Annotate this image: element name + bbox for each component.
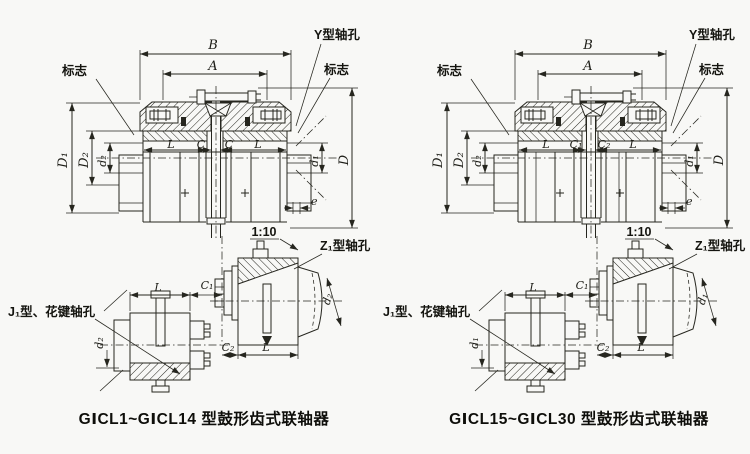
detail-j1-hub: J₁型、花键轴孔 d₁ L C₁ — [383, 279, 603, 393]
z1-bore-label: Z₁型轴孔 — [695, 238, 746, 253]
figure-caption: GⅠCL1~GⅠCL14 型鼓形齿式联轴器 — [79, 409, 330, 428]
dim-d2-bore-label: d₂ — [96, 155, 109, 166]
dim-B: B — [139, 38, 292, 100]
dim-d1-bore: d₁ — [662, 142, 703, 174]
main-view: B A 标志 Y型轴孔 标志 — [56, 27, 360, 240]
label-y-bore: Y型轴孔 — [295, 27, 360, 127]
dim-l-right-label: L — [628, 138, 636, 151]
dim-hub-lengths: L C₁ C₂ L — [519, 138, 661, 153]
dim-c-left-label: C — [197, 138, 206, 151]
detail-left-C1-label: C₁ — [201, 279, 214, 292]
dim-l-left-label: L — [166, 138, 174, 151]
dim-d1-big-label: D₁ — [431, 152, 446, 169]
dim-e-label: e — [686, 195, 693, 208]
j1-bore-label: J₁型、花键轴孔 — [8, 304, 96, 319]
label-mark-right: 标志 — [672, 62, 725, 134]
figure-caption: GⅠCL15~GⅠCL30 型鼓形齿式联轴器 — [449, 409, 709, 428]
dim-D1: D₁ — [56, 102, 140, 214]
dim-c-right-label: C₂ — [598, 138, 611, 151]
dim-d-outer-label: D — [337, 154, 352, 166]
taper-ratio-label: 1:10 — [626, 225, 651, 239]
detail-j1-hub: J₁型、花键轴孔 d₂ L C₁ — [8, 279, 228, 393]
j1-bore-label: J₁型、花键轴孔 — [383, 304, 471, 319]
label-mark-left: 标志 — [436, 63, 510, 136]
taper-ratio-label: 1:10 — [251, 225, 276, 239]
detail-right-d-label: d₁ — [695, 292, 711, 307]
dim-hub-lengths: L C C L — [144, 138, 286, 153]
mark-right-label: 标志 — [323, 62, 350, 77]
figure-gicl15-30: B A 标志 Y型轴孔 标志 — [383, 27, 746, 428]
detail-z1-hub: 1:10 Z₁型轴孔 d₂ C₂ L — [210, 225, 371, 359]
mark-right-label: 标志 — [698, 62, 725, 77]
dim-d1-bore-label: d₁ — [308, 155, 321, 166]
z1-bore-label: Z₁型轴孔 — [320, 238, 371, 253]
y-bore-label: Y型轴孔 — [314, 27, 360, 42]
dim-a-label: A — [582, 59, 592, 74]
dim-A: A — [162, 59, 268, 100]
dim-d1-bore-label: d₁ — [683, 155, 696, 166]
detail-right-d-label: d₂ — [320, 292, 336, 307]
dim-c-left-label: C₁ — [570, 138, 583, 151]
detail-left-C1-label: C₁ — [576, 279, 589, 292]
dim-D-outer: D — [258, 87, 358, 229]
dim-l-left-label: L — [541, 138, 549, 151]
dim-d2-bore-label: d₂ — [471, 155, 484, 166]
y-bore-label: Y型轴孔 — [689, 27, 735, 42]
detail-right-L-label: L — [261, 341, 269, 354]
dim-D1: D₁ — [431, 102, 515, 214]
detail-z1-hub: 1:10 Z₁型轴孔 d₁ C₂ L — [585, 225, 746, 359]
dim-d2-bore: d₂ — [471, 142, 518, 174]
detail-left-d-label: d₂ — [93, 337, 106, 348]
dim-D2: D₂ — [452, 130, 518, 186]
exterior-half: e — [118, 152, 318, 223]
dim-b-label: B — [207, 38, 218, 53]
detail-right-L-label: L — [636, 341, 644, 354]
dim-l-right-label: L — [253, 138, 261, 151]
label-mark-left: 标志 — [61, 63, 135, 136]
sleeve-section — [514, 101, 667, 132]
detail-left-d-label: d₁ — [468, 337, 481, 348]
exterior-half: e — [493, 152, 693, 223]
dim-e-label: e — [311, 195, 318, 208]
mark-left-label: 标志 — [436, 63, 463, 78]
dim-c-right-label: C — [225, 138, 234, 151]
dim-d2-big-label: D₂ — [77, 152, 92, 169]
dim-D-outer: D — [633, 87, 733, 229]
label-mark-right: 标志 — [297, 62, 350, 134]
hub-sections — [142, 130, 288, 173]
main-view: B A 标志 Y型轴孔 标志 — [431, 27, 735, 240]
mark-left-label: 标志 — [61, 63, 88, 78]
figure-gicl1-14: B A 标志 Y型轴孔 标志 — [8, 27, 371, 428]
detail-left-L-label: L — [153, 281, 161, 294]
detail-left-L-label: L — [528, 281, 536, 294]
dim-d1-big-label: D₁ — [56, 152, 71, 169]
dim-A: A — [537, 59, 643, 100]
dim-D2: D₂ — [77, 130, 143, 186]
hub-sections — [517, 130, 663, 173]
label-y-bore: Y型轴孔 — [670, 27, 735, 127]
dim-B: B — [514, 38, 667, 100]
dim-d-outer-label: D — [712, 154, 727, 166]
dim-d1-bore: d₁ — [287, 142, 328, 174]
detail-right-C2-label: C₂ — [597, 341, 610, 354]
dim-a-label: A — [207, 59, 217, 74]
sleeve-section — [139, 101, 292, 132]
dim-d2-bore: d₂ — [96, 142, 143, 174]
center-flange — [189, 89, 261, 238]
dim-b-label: B — [582, 38, 593, 53]
detail-right-C2-label: C₂ — [222, 341, 235, 354]
dim-d2-big-label: D₂ — [452, 152, 467, 169]
